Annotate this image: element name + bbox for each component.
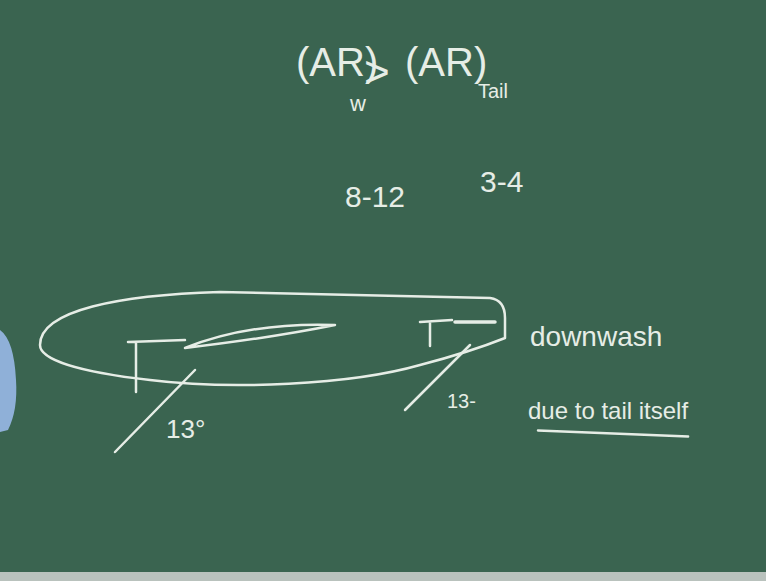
ratio-term: (AR) <box>405 40 487 84</box>
note-text: downwash <box>530 322 662 353</box>
tail-airfoil <box>455 320 495 324</box>
angle-value: 13- <box>447 390 476 412</box>
lecturer-arm <box>0 330 16 432</box>
board-ledge <box>0 572 766 581</box>
range-value: 8-12 <box>345 180 405 213</box>
wing-reference-mark <box>128 340 185 392</box>
tail-reference-mark <box>420 320 452 346</box>
subscript: w <box>350 92 366 116</box>
comparison-sign: > <box>364 48 390 96</box>
range-value: 3-4 <box>480 165 523 198</box>
wing-airfoil <box>185 325 335 348</box>
note-underline <box>538 430 688 436</box>
subscript: Tail <box>478 80 508 102</box>
fuselage-outline <box>40 292 505 385</box>
angle-value: 13° <box>166 415 205 444</box>
note-text: due to tail itself <box>528 398 688 424</box>
